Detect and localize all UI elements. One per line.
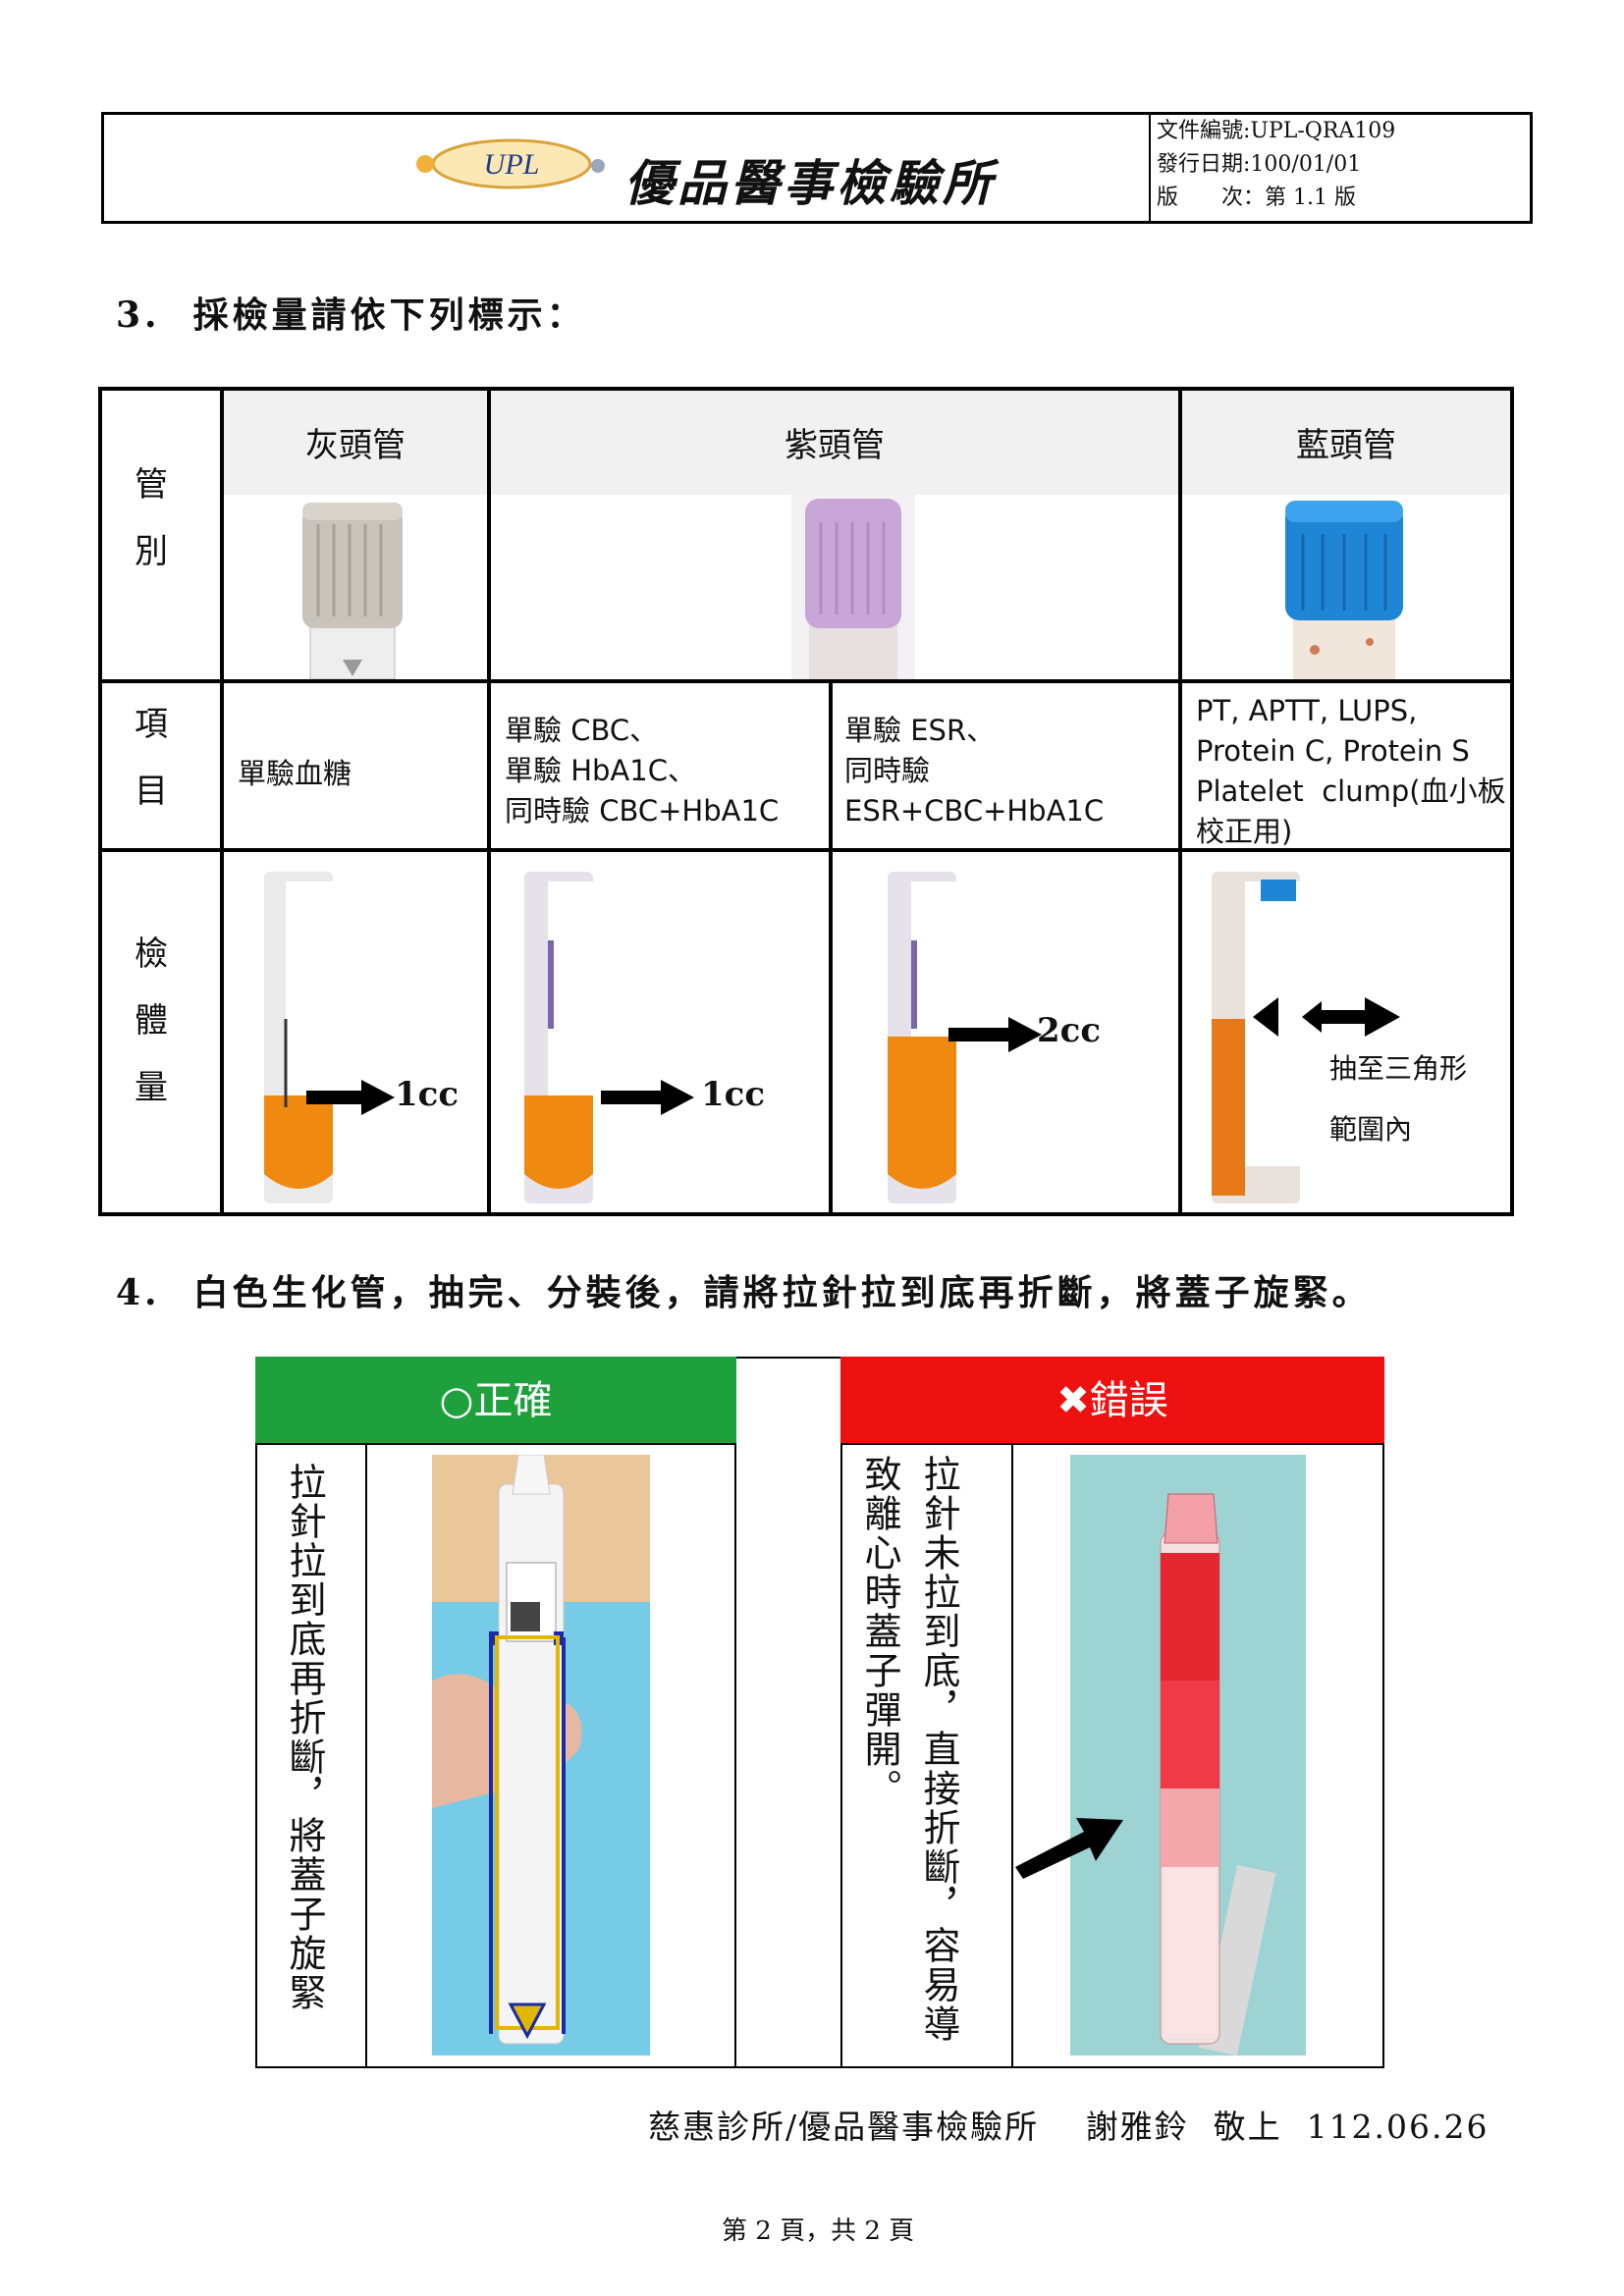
correct-panel [255,1443,736,2068]
correct-text: 拉針拉到底再折斷，將蓋子旋緊 [283,1463,326,2012]
wrong-arrow-icon [1015,1818,1123,1879]
signature: 慈惠診所/優品醫事檢驗所 謝雅鈴 敬上 112.06.26 [648,2108,1489,2146]
logo-text: UPL [484,148,540,181]
company-name: 優品醫事檢驗所 [624,154,996,212]
purple-tube-a-volume-image [524,872,593,1203]
panel-gap [736,1357,840,2068]
section4-title: 4. 白色生化管，抽完、分裝後，請將拉針拉到底再折斷，將蓋子旋緊。 [116,1272,1372,1313]
double-arrow-icon [1253,997,1400,1037]
column-gray-tube: 灰頭管 [305,426,406,465]
row-label-items: 項目 [135,705,168,811]
purple-tube-b-volume-image [888,872,956,1203]
arrow-purple-b-icon [948,1017,1042,1052]
wrong-text-line1: 拉針未拉到底，直接折斷，容易導 [917,1455,960,2044]
wrong-text-line2: 致離心時蓋子彈開。 [858,1455,901,1808]
item-purple-tube-a: 單驗 CBC、 單驗 HbA1C、 同時驗 CBC+HbA1C [505,714,780,828]
volume-gray: 1cc [395,1075,460,1114]
arrow-gray-icon [306,1080,395,1115]
wrong-tube-photo [1070,1455,1306,2056]
wrong-panel [840,1443,1384,2068]
item-gray-tube: 單驗血糖 [238,757,352,790]
upl-logo-icon: UPL [416,138,605,189]
section3-title: 3. 採檢量請依下列標示： [116,294,586,336]
gray-cap-image [302,503,403,679]
volume-purple-a: 1cc [701,1075,766,1114]
document-header: UPL 優品醫事檢驗所 文件編號:UPL-QRA109 發行日期:100/01/… [101,112,1533,224]
blue-cap-image [1285,501,1403,679]
header-brand-area: UPL 優品醫事檢驗所 [104,115,1151,221]
correct-header: ○正確 [255,1357,736,1445]
blue-tube-volume-image [1212,872,1300,1203]
wrong-header: ✖錯誤 [840,1357,1384,1445]
correct-tube-photo [432,1455,650,2056]
version: 版 次：第 1.1 版 [1157,186,1356,210]
purple-cap-image [791,495,915,679]
tube-volume-table: 管別 項目 檢體量 灰頭管 紫頭管 藍頭管 單驗血糖 單驗 CBC、 單驗 Hb… [98,387,1514,1216]
column-purple-tube: 紫頭管 [785,426,885,465]
page-number: 第 2 頁，共 2 頁 [722,2216,915,2246]
item-blue-tube: PT, APTT, LUPS, Protein C, Protein S Pla… [1196,694,1506,848]
arrow-purple-a-icon [601,1080,694,1115]
gray-tube-volume-image [264,872,333,1203]
doc-number: 文件編號:UPL-QRA109 [1157,119,1396,143]
column-blue-tube: 藍頭管 [1296,426,1396,465]
volume-purple-b: 2cc [1037,1011,1102,1050]
row-label-tube: 管別 [135,465,168,571]
cap-comparison: ○正確 拉針拉到底再折斷，將蓋子旋緊 ✖錯誤 拉針未拉到底，直接折斷，容易導 致… [255,1357,1384,2068]
item-purple-tube-b: 單驗 ESR、 同時驗 ESR+CBC+HbA1C [844,714,1105,828]
document-info: 文件編號:UPL-QRA109 發行日期:100/01/01 版 次：第 1.1… [1151,115,1530,221]
volume-blue: 抽至三角形 範圍內 [1329,1052,1468,1146]
row-label-volume: 檢體量 [135,934,168,1107]
issue-date: 發行日期:100/01/01 [1157,152,1362,177]
